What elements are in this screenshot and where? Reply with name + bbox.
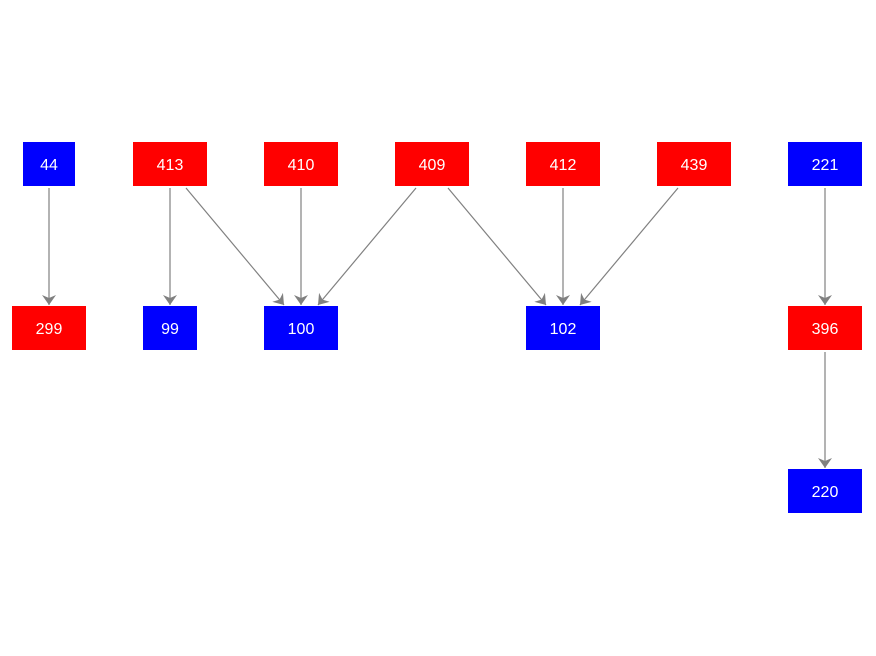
node-44: 44 xyxy=(23,142,75,186)
node-99: 99 xyxy=(143,306,197,350)
node-label-221: 221 xyxy=(812,157,839,174)
edge-409-to-100 xyxy=(317,187,417,306)
node-221: 221 xyxy=(788,142,862,186)
node-box-412 xyxy=(526,142,600,186)
node-label-99: 99 xyxy=(161,321,179,338)
node-box-220 xyxy=(788,469,862,513)
node-label-396: 396 xyxy=(812,321,839,338)
node-label-412: 412 xyxy=(550,157,577,174)
node-box-439 xyxy=(657,142,731,186)
node-100: 100 xyxy=(264,306,338,350)
node-box-409 xyxy=(395,142,469,186)
node-label-220: 220 xyxy=(812,484,839,501)
node-label-410: 410 xyxy=(288,157,315,174)
edge-409-to-102 xyxy=(447,187,547,306)
node-box-221 xyxy=(788,142,862,186)
node-396: 396 xyxy=(788,306,862,350)
node-413: 413 xyxy=(133,142,207,186)
node-412: 412 xyxy=(526,142,600,186)
edge-439-to-102 xyxy=(579,187,679,306)
node-box-413 xyxy=(133,142,207,186)
node-299: 299 xyxy=(12,306,86,350)
node-102: 102 xyxy=(526,306,600,350)
node-box-299 xyxy=(12,306,86,350)
node-label-299: 299 xyxy=(36,321,63,338)
node-label-413: 413 xyxy=(157,157,184,174)
node-label-100: 100 xyxy=(288,321,315,338)
edge-413-to-100 xyxy=(185,187,285,306)
nodes-layer: 44 413 410 409 412 439 221 299 99 100 102 396 220 xyxy=(12,142,862,513)
node-label-409: 409 xyxy=(419,157,446,174)
node-box-410 xyxy=(264,142,338,186)
node-box-102 xyxy=(526,306,600,350)
node-410: 410 xyxy=(264,142,338,186)
node-label-102: 102 xyxy=(550,321,577,338)
node-220: 220 xyxy=(788,469,862,513)
node-409: 409 xyxy=(395,142,469,186)
node-439: 439 xyxy=(657,142,731,186)
node-box-99 xyxy=(143,306,197,350)
node-box-100 xyxy=(264,306,338,350)
node-box-396 xyxy=(788,306,862,350)
node-label-439: 439 xyxy=(681,157,708,174)
node-box-44 xyxy=(23,142,75,186)
edges-layer xyxy=(42,187,832,468)
node-label-44: 44 xyxy=(40,157,58,174)
